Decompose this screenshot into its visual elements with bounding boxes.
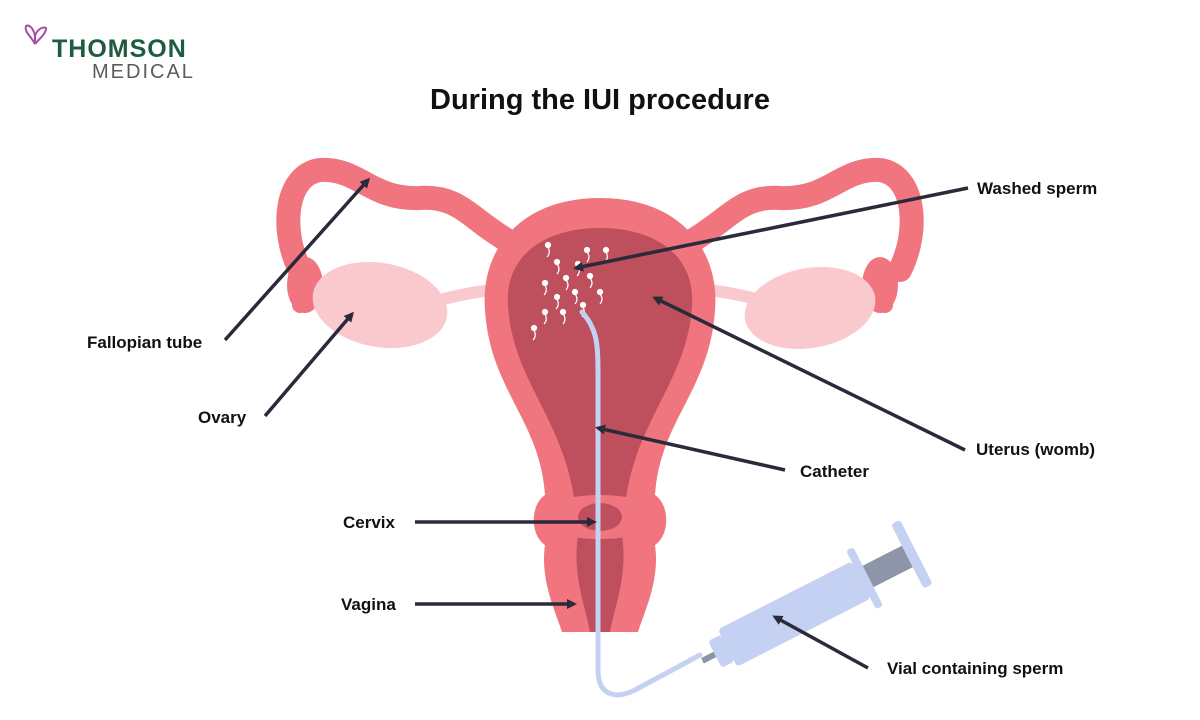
arrow-vial [772,615,869,670]
label-washed-sperm: Washed sperm [977,179,1098,198]
label-vagina: Vagina [341,595,396,614]
right-fallopian-tube [673,157,924,282]
label-vial: Vial containing sperm [887,659,1064,678]
label-catheter: Catheter [800,462,869,481]
syringe [701,520,932,667]
label-fallopian-tube: Fallopian tube [87,333,203,352]
arrow-uterus [652,296,966,452]
brand-name-line2: MEDICAL [92,61,195,83]
label-cervix: Cervix [343,513,395,532]
arrow-fallopian-tube [223,177,370,342]
page-title: During the IUI procedure [430,84,770,116]
brand-logo: THOMSON MEDICAL [22,22,222,82]
label-uterus: Uterus (womb) [976,440,1095,459]
catheter [579,309,703,698]
arrow-washed-sperm [573,186,969,272]
right-ovary [744,266,876,350]
butterfly-logo-icon [24,24,48,45]
arrow-catheter [595,424,786,472]
brand-name-line1: THOMSON [52,35,187,63]
label-ovary: Ovary [198,408,247,427]
left-fallopian-tube [276,157,527,282]
arrow-ovary [263,311,354,418]
left-ovary [312,261,448,349]
